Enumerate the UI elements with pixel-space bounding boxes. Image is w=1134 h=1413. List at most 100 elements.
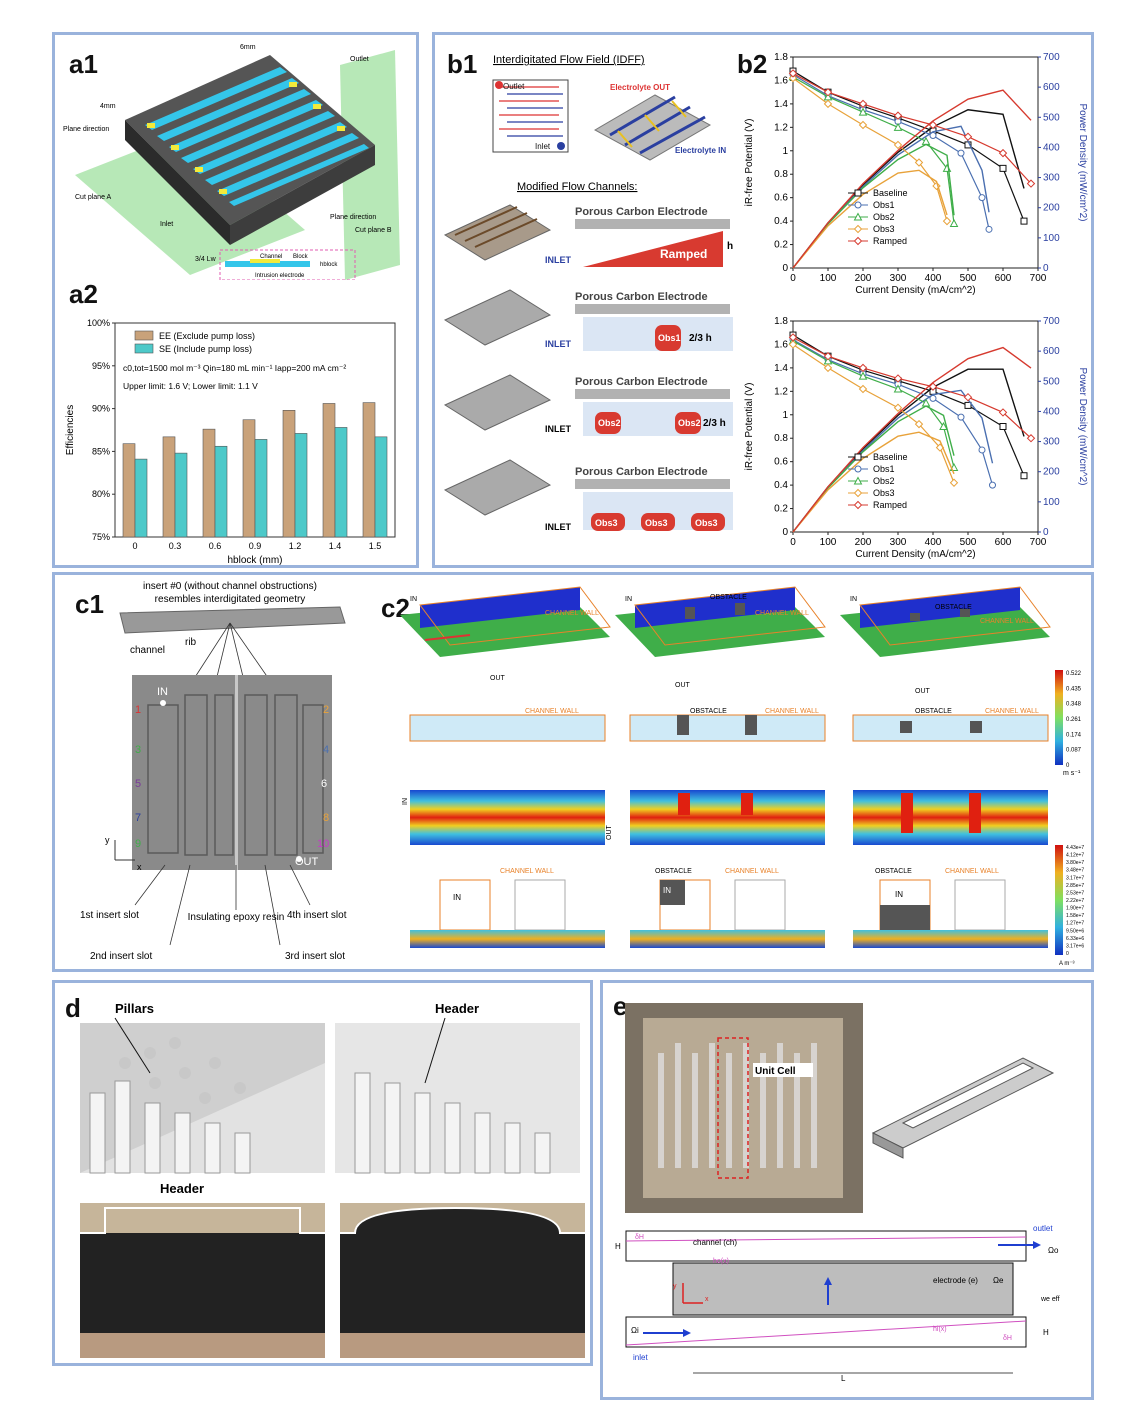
svg-text:hi(x): hi(x) — [933, 1326, 947, 1333]
b2-top-legend-marker — [854, 189, 862, 197]
svg-text:H: H — [615, 1242, 621, 1251]
b2-top-y2tick-label: 200 — [1043, 203, 1060, 214]
b2-bottom-legend-marker — [853, 488, 863, 498]
svg-text:2/3 h: 2/3 h — [689, 333, 712, 344]
svg-text:L: L — [841, 1374, 846, 1383]
b2-top-potential-point-obs1 — [978, 194, 986, 202]
svg-text:A m⁻³: A m⁻³ — [1059, 961, 1075, 967]
svg-text:INLET: INLET — [545, 424, 572, 434]
svg-text:we eff: we eff — [1040, 1296, 1060, 1303]
svg-text:6mm: 6mm — [240, 44, 256, 51]
svg-text:Electrolyte IN: Electrolyte IN — [675, 146, 726, 155]
svg-text:Outlet: Outlet — [503, 82, 525, 91]
b2-top-potential-point-ramped — [963, 132, 973, 141]
b2-top-potential-point-obs1 — [985, 225, 993, 233]
b2-bottom-ytick-label: 0.8 — [774, 433, 788, 444]
svg-text:3/4 Lw: 3/4 Lw — [195, 256, 217, 263]
a2-ytick-label: 100% — [87, 318, 110, 328]
d-pillar-header-renderings: Pillars Header Header — [80, 1001, 585, 1358]
svg-text:IN: IN — [410, 596, 417, 603]
b2-bottom-y2tick-label: 500 — [1043, 376, 1060, 387]
svg-text:OBSTACLE: OBSTACLE — [875, 868, 912, 875]
b2-top-legend-marker — [853, 224, 863, 234]
a2-xtick-label: 0.3 — [169, 541, 182, 551]
svg-text:Electrolyte OUT: Electrolyte OUT — [610, 83, 670, 92]
svg-text:10: 10 — [317, 838, 329, 850]
panel-d: d Pillars Header Header — [52, 980, 593, 1366]
svg-text:OBSTACLE: OBSTACLE — [655, 868, 692, 875]
c2-current-colorbar-label: 1.58e+7 — [1066, 913, 1084, 919]
svg-text:INLET: INLET — [545, 255, 572, 265]
svg-text:INLET: INLET — [545, 339, 572, 349]
b2-top-ytick-label: 0 — [782, 263, 788, 274]
svg-text:inlet: inlet — [633, 1353, 648, 1362]
a2-legend-label: EE (Exclude pump loss) — [159, 331, 255, 341]
svg-text:OUT: OUT — [606, 825, 613, 841]
b2-top-xtick-label: 600 — [995, 273, 1012, 284]
svg-text:y: y — [105, 835, 110, 845]
svg-text:x: x — [137, 862, 142, 872]
c2-velocity-colorbar-label: 0.261 — [1066, 717, 1082, 723]
c2-current-colorbar-label: 1.27e+7 — [1066, 921, 1084, 927]
b2-top-ytick-label: 0.4 — [774, 216, 788, 227]
b2-top-potential-point-obs1 — [957, 149, 965, 157]
svg-text:CHANNEL WALL: CHANNEL WALL — [945, 868, 999, 875]
a2-xtick-label: 1.4 — [329, 541, 342, 551]
b2-top-legend-label: Obs1 — [873, 200, 895, 210]
b2-top-legend-label: Obs2 — [873, 212, 895, 222]
b2-bottom-legend-marker — [854, 465, 862, 473]
b2-top-legend-marker — [853, 236, 863, 246]
a2-bar-se — [294, 433, 308, 538]
b2-top-xtick-label: 100 — [820, 273, 837, 284]
b2-bottom-potential-point-ramped — [998, 408, 1008, 417]
svg-text:OBSTACLE: OBSTACLE — [710, 594, 747, 601]
b2-bottom-ytick-label: 0 — [782, 527, 788, 538]
b2-bottom-potential-point-obs3 — [914, 419, 924, 429]
svg-text:Porous Carbon Electrode: Porous Carbon Electrode — [575, 291, 708, 303]
svg-text:CHANNEL WALL: CHANNEL WALL — [985, 708, 1039, 715]
svg-text:Obs3: Obs3 — [645, 518, 668, 528]
b2-bottom-ytick-label: 1.2 — [774, 386, 788, 397]
c1-epoxy-label: Insulating epoxy resin — [188, 912, 285, 923]
svg-text:Modified Flow Channels:: Modified Flow Channels: — [517, 181, 637, 193]
svg-text:4: 4 — [323, 744, 329, 756]
b2-bottom-plot-frame — [792, 320, 1039, 533]
b2-top-potential-point-obs2 — [858, 107, 868, 116]
c2-current-colorbar-label: 6.33e+6 — [1066, 936, 1084, 942]
b2-top-ytick-label: 1 — [782, 146, 788, 157]
e-unit-cell-diagram: Unit Cell channel (ch) outlet inlet elec… — [615, 1003, 1060, 1383]
svg-text:Channel: Channel — [260, 254, 282, 260]
b2-top-potential-point-obs2 — [949, 218, 959, 227]
b2-bottom-power-line-ramped — [792, 346, 1032, 533]
svg-text:Cut plane A: Cut plane A — [75, 194, 112, 201]
b2-top-potential-point-ramped — [858, 99, 868, 109]
svg-text:x: x — [705, 1296, 709, 1303]
c2-velocity-strips: CHANNEL WALL OBSTACLE CHANNEL WALL OBSTA… — [409, 708, 1049, 742]
b2-bottom-legend-label: Obs2 — [873, 476, 895, 486]
a2-ytick-label: 75% — [92, 532, 110, 542]
svg-text:Obs3: Obs3 — [695, 518, 718, 528]
svg-text:resembles interdigitated geome: resembles interdigitated geometry — [155, 594, 306, 605]
b2-top-potential-point-ramped — [998, 148, 1008, 158]
svg-text:channel (ch): channel (ch) — [693, 1238, 737, 1247]
b2-bottom-xlabel: Current Density (mA/cm^2) — [855, 549, 975, 560]
b2-bottom-ylabel: iR-free Potential (V) — [744, 383, 755, 471]
b2-top-y2label: Power Density (mW/cm^2) — [1077, 103, 1088, 221]
b2-top-ytick-label: 0.2 — [774, 240, 788, 251]
svg-text:5: 5 — [135, 778, 141, 790]
b2-top-ytick-label: 1.2 — [774, 122, 788, 133]
b2-top-y2tick-label: 100 — [1043, 233, 1060, 244]
svg-text:Cut plane B: Cut plane B — [355, 227, 392, 234]
a2-annotation: Upper limit: 1.6 V; Lower limit: 1.1 V — [123, 381, 258, 391]
b2-top-potential-point-obs3 — [858, 120, 868, 130]
b1-flow-field-diagram: Interdigitated Flow Field (IDFF) Outlet … — [443, 54, 733, 532]
c2-current-colorbar-label: 2.85e+7 — [1066, 883, 1084, 889]
panel-a: a1 6mm Outlet 4mm Plane di — [52, 32, 419, 568]
c2-current-colorbar-label: 4.12e+7 — [1066, 853, 1084, 859]
a2-bar-se — [134, 458, 148, 538]
b2-bottom-legend-label: Obs1 — [873, 464, 895, 474]
b2-top-potential-point-obs3 — [823, 99, 833, 109]
b2-bottom-y2tick-label: 200 — [1043, 467, 1060, 478]
b2-top-potential-point-ramped — [788, 69, 798, 78]
